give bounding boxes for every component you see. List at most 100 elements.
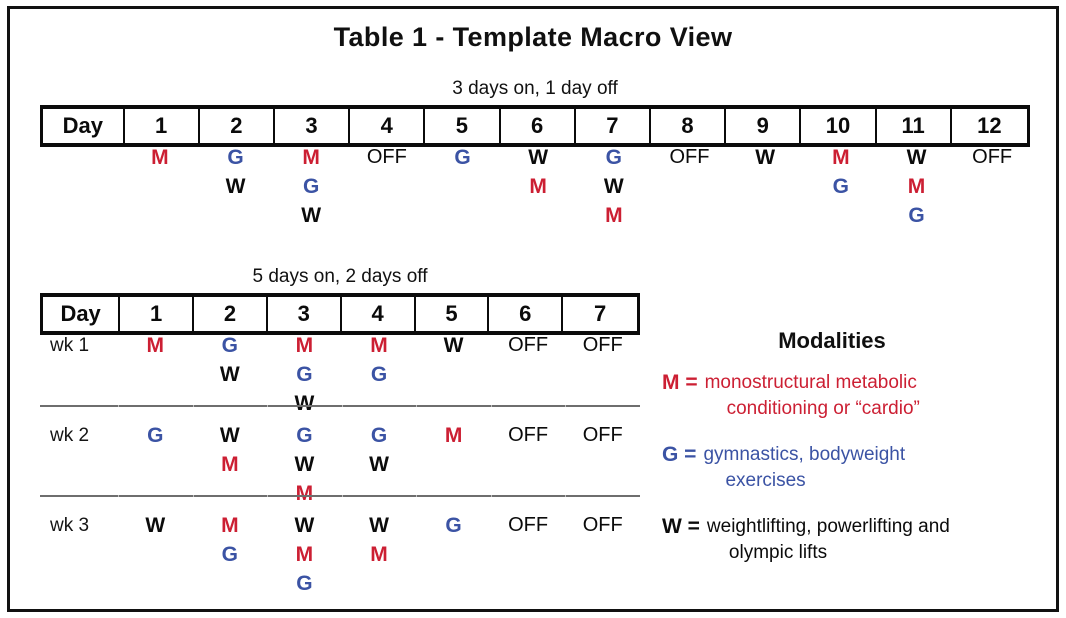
- modality-marker-W: W: [443, 334, 464, 357]
- header-cell-day-5: 5: [425, 109, 501, 143]
- legend-description-line2: conditioning or “cardio”: [726, 398, 920, 419]
- week-label: wk 3: [50, 515, 90, 536]
- legend-key-M: M =: [662, 371, 698, 394]
- modality-marker-M: M: [370, 334, 388, 357]
- table1-caption: 3 days on, 1 day off: [452, 78, 618, 99]
- modality-marker-G: G: [296, 572, 313, 595]
- day-cell: G: [416, 511, 491, 540]
- separator-tick: [341, 405, 343, 407]
- day-cell: G: [425, 143, 501, 172]
- separator-tick: [341, 495, 343, 497]
- separator-tick: [192, 405, 194, 407]
- separator-tick: [192, 495, 194, 497]
- header-cell-day-2: 2: [194, 297, 268, 331]
- header-cell-day-7: 7: [593, 301, 607, 326]
- header-cell-day-12: 12: [977, 113, 1002, 138]
- off-marker: OFF: [508, 424, 549, 446]
- header-cell-day-1: 1: [125, 109, 200, 143]
- separator-tick: [267, 495, 269, 497]
- modality-marker-G: G: [147, 424, 164, 447]
- header-cell-day-4: 4: [350, 109, 426, 143]
- modality-marker-M: M: [146, 334, 165, 357]
- day-cell: G: [118, 421, 193, 450]
- legend-description-line1: gymnastics, bodyweight: [703, 444, 906, 465]
- modality-marker-G: G: [221, 543, 239, 566]
- header-cell-day-5: 5: [416, 297, 490, 331]
- header-cell-day-1: 1: [120, 297, 195, 331]
- modality-marker-W: W: [528, 146, 549, 169]
- modality-marker-G: G: [605, 146, 622, 169]
- header-cell-day: Day: [43, 109, 125, 143]
- modality-marker-W: W: [219, 363, 240, 386]
- off-marker: OFF: [508, 514, 549, 536]
- modality-marker-M: M: [529, 175, 547, 198]
- header-cell-day-3: 3: [268, 297, 342, 331]
- modality-marker-G: G: [302, 175, 320, 198]
- off-marker: OFF: [972, 146, 1013, 168]
- modality-marker-M: M: [221, 514, 239, 537]
- modality-marker-G: G: [445, 514, 462, 537]
- modality-marker-M: M: [302, 146, 320, 169]
- header-cell-day-2: 2: [200, 109, 275, 143]
- header-cell-day-10: 10: [801, 109, 877, 143]
- day-cell: OFF: [491, 511, 566, 540]
- modality-marker-W: W: [369, 453, 389, 476]
- day-cell: OFF: [349, 143, 425, 172]
- modality-marker-G: G: [370, 363, 388, 386]
- legend-description-line2: olympic lifts: [728, 542, 828, 563]
- modality-marker-M: M: [221, 453, 239, 476]
- table2-caption: 5 days on, 2 days off: [252, 266, 428, 287]
- modality-marker-W: W: [755, 146, 776, 169]
- modality-marker-W: W: [145, 514, 166, 537]
- modality-marker-W: W: [219, 424, 240, 447]
- legend-description: weightlifting, powerlifting and olympic l…: [707, 514, 950, 566]
- separator-tick: [490, 495, 492, 497]
- modality-marker-M: M: [444, 424, 463, 447]
- header-cell-day-6: 6: [501, 109, 576, 143]
- separator-tick: [565, 495, 567, 497]
- header-cell-day-9: 9: [726, 109, 802, 143]
- header-cell-day-11: 11: [877, 109, 952, 143]
- off-marker: OFF: [366, 146, 407, 168]
- separator-tick: [490, 405, 492, 407]
- off-marker: OFF: [582, 424, 623, 446]
- modality-marker-W: W: [294, 453, 315, 476]
- modality-marker-G: G: [454, 146, 471, 169]
- modality-marker-M: M: [151, 146, 169, 169]
- separator-tick: [118, 405, 119, 407]
- day-cell: M: [122, 143, 198, 172]
- day-cell: OFF: [491, 421, 566, 450]
- modality-marker-W: W: [294, 514, 315, 537]
- week-label: wk 1: [50, 335, 90, 356]
- legend-key-G: G =: [662, 443, 697, 466]
- day-cell: OFF: [491, 331, 566, 360]
- legend-description-line1: weightlifting, powerlifting and: [706, 516, 950, 537]
- modality-marker-M: M: [605, 204, 623, 227]
- week-label: wk 2: [50, 425, 90, 446]
- day-cell: OFF: [565, 511, 640, 540]
- off-marker: OFF: [582, 514, 623, 536]
- modality-marker-M: M: [295, 543, 314, 566]
